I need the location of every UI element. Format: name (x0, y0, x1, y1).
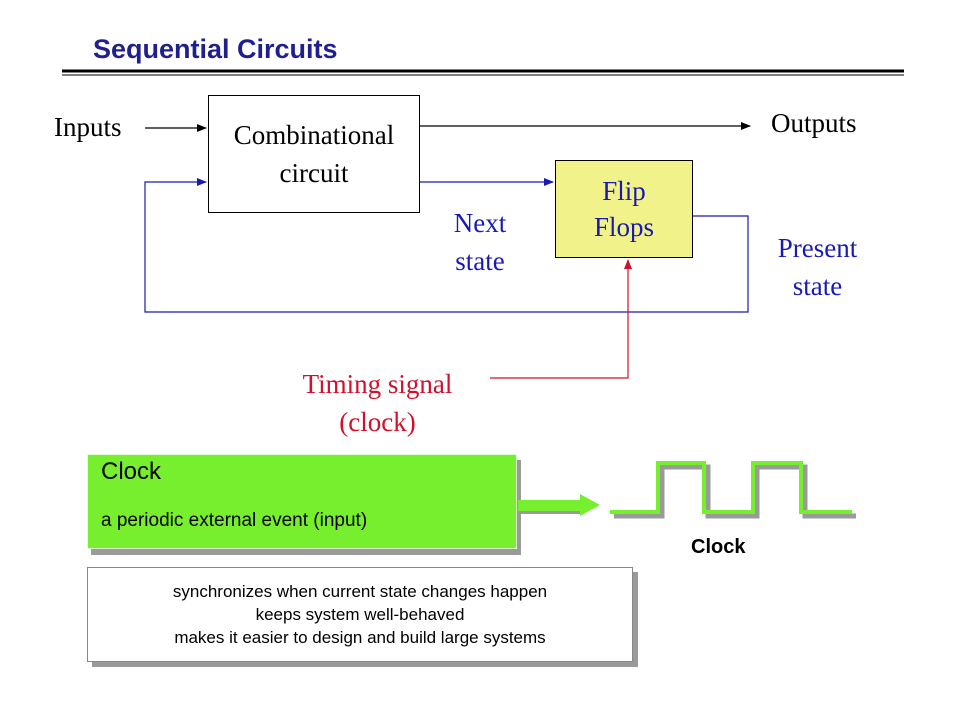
flip-flops-line1: Flip (602, 176, 646, 206)
note-line: synchronizes when current state changes … (172, 582, 548, 601)
combinational-line2: circuit (279, 158, 349, 188)
flip-flops-line2: Flops (593, 212, 655, 242)
timing-signal-line (490, 259, 632, 379)
note-line: keeps system well-behaved (255, 605, 465, 624)
next-state-line2: state (455, 246, 505, 276)
present-state-line1: Present (777, 233, 858, 263)
flip-flops-box: Flip Flops (555, 160, 693, 258)
page-title: Sequential Circuits (93, 34, 338, 64)
waveform-label: Clock (691, 536, 746, 558)
inputs-label: Inputs (54, 112, 122, 142)
timing-signal-line1: Timing signal (302, 369, 453, 399)
timing-signal-line2: (clock) (339, 407, 416, 437)
outputs-label: Outputs (771, 108, 857, 138)
clock-definition-panel (87, 454, 517, 549)
present-state-line2: state (792, 271, 843, 301)
clock-heading: Clock (101, 458, 162, 485)
combinational-circuit-box: Combinational circuit (208, 95, 420, 213)
present-state-feedback (144, 178, 749, 313)
present-state-label: Present state (760, 229, 875, 305)
notes-panel: synchronizes when current state changes … (87, 567, 633, 662)
timing-signal-label: Timing signal (clock) (270, 365, 485, 441)
combinational-line1: Combinational (233, 120, 395, 150)
next-state-label: Next state (430, 204, 530, 280)
note-line: makes it easier to design and build larg… (174, 628, 546, 647)
next-state-line1: Next (453, 208, 507, 238)
clock-description: a periodic external event (input) (101, 510, 368, 531)
